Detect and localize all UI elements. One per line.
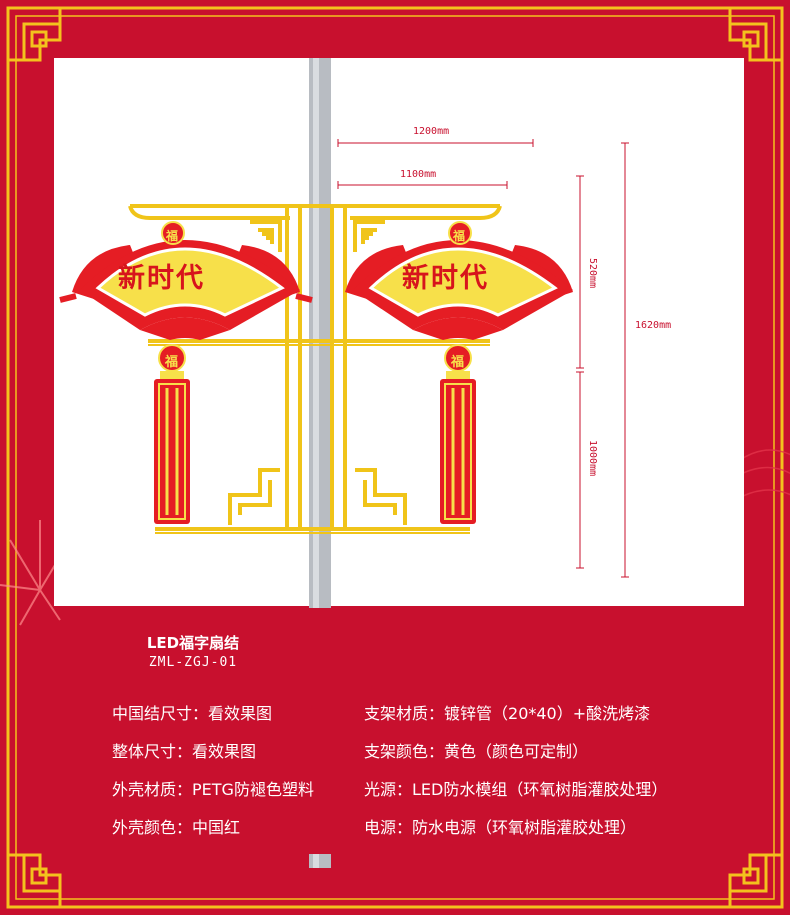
spec-item: 外壳材质：PETG防褪色塑料: [112, 780, 314, 799]
gold-bracket-frame: [128, 204, 502, 534]
dimension-label-1100: 1100mm: [400, 169, 437, 180]
dimension-lines: [337, 139, 629, 578]
dimension-label-1620: 1620mm: [635, 320, 672, 331]
fu-emblem-tassel-right: 福: [451, 355, 465, 370]
product-title: LED福字扇结: [146, 634, 240, 652]
left-sign-text: 新时代: [118, 263, 205, 294]
spec-item: 支架材质：镀锌管（20*40）+酸洗烤漆: [364, 704, 651, 723]
product-code: ZML-ZGJ-01: [148, 655, 238, 670]
product-title-badge: LED福字扇结 ZML-ZGJ-01: [114, 628, 272, 676]
dimension-label-1200: 1200mm: [413, 126, 450, 137]
spec-item: 外壳颜色：中国红: [112, 818, 241, 837]
fu-emblem-tassel-left: 福: [165, 355, 179, 370]
spec-item: 中国结尺寸：看效果图: [112, 704, 273, 723]
left-fan-sign: [59, 221, 313, 340]
gold-fretwork-border: [6, 6, 784, 909]
right-tassel: [440, 344, 476, 524]
fu-emblem-right: 福: [453, 229, 466, 243]
spec-item: 支架颜色：黄色（颜色可定制）: [364, 742, 589, 761]
spec-item: 整体尺寸：看效果图: [112, 742, 257, 761]
right-sign-text: 新时代: [402, 263, 489, 294]
left-tassel: [154, 344, 190, 524]
spec-panel: LED福字扇结 ZML-ZGJ-01 中国结尺寸：看效果图 支架材质：镀锌管（2…: [68, 608, 730, 854]
right-fan-sign: [345, 221, 573, 340]
fu-emblem-left: 福: [166, 229, 179, 243]
spec-item: 电源：防水电源（环氧树脂灌胶处理）: [364, 818, 637, 837]
dimension-label-520: 520mm: [587, 258, 598, 289]
dimension-label-1000: 1000mm: [587, 440, 598, 477]
spec-item: 光源：LED防水模组（环氧树脂灌胶处理）: [364, 780, 668, 799]
